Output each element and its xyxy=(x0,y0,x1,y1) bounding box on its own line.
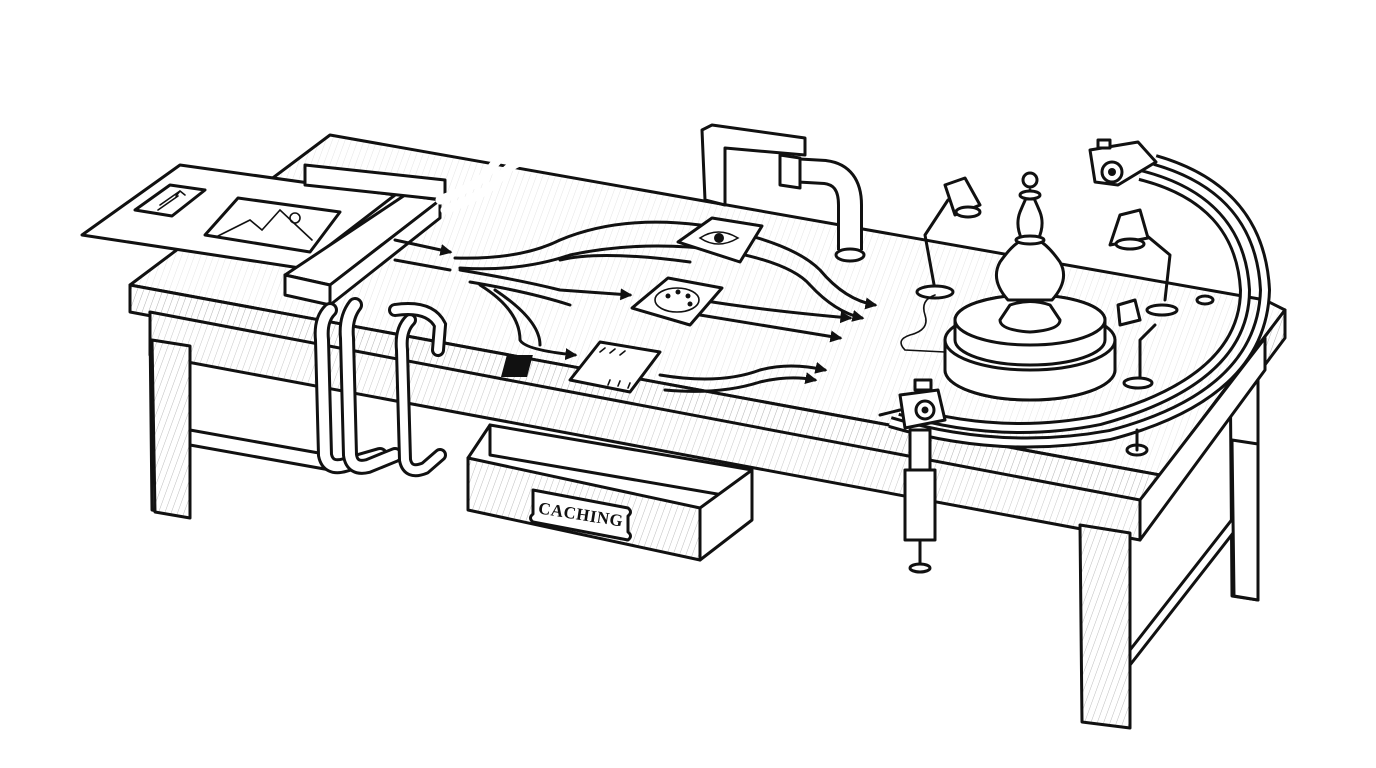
desk-lamp-icon xyxy=(1108,208,1179,317)
chess-piece-icon xyxy=(994,171,1066,334)
overhead-tap-pipe xyxy=(700,123,866,263)
drawer-label-plaque: CACHING xyxy=(529,488,632,542)
cable xyxy=(900,294,946,353)
camera-icon xyxy=(1088,138,1158,187)
camera-icon xyxy=(878,378,947,574)
data-flow-paths xyxy=(393,220,878,393)
image-icon xyxy=(203,196,342,254)
palette-icon xyxy=(630,276,724,327)
pipes-top xyxy=(435,143,550,215)
input-tray xyxy=(80,163,397,270)
camera-rail xyxy=(888,154,1272,457)
caching-drawer[interactable]: CACHING xyxy=(466,423,754,562)
table-legs-front xyxy=(150,338,1260,730)
turntable xyxy=(943,293,1117,402)
upload-icon xyxy=(133,183,207,218)
desk-lamp-icon xyxy=(915,176,982,300)
eye-icon xyxy=(676,216,764,264)
feed-clamp xyxy=(283,163,447,307)
desk-lamp-icon xyxy=(1116,298,1157,390)
hanging-pipes xyxy=(313,297,448,478)
chip-icon xyxy=(500,340,662,394)
